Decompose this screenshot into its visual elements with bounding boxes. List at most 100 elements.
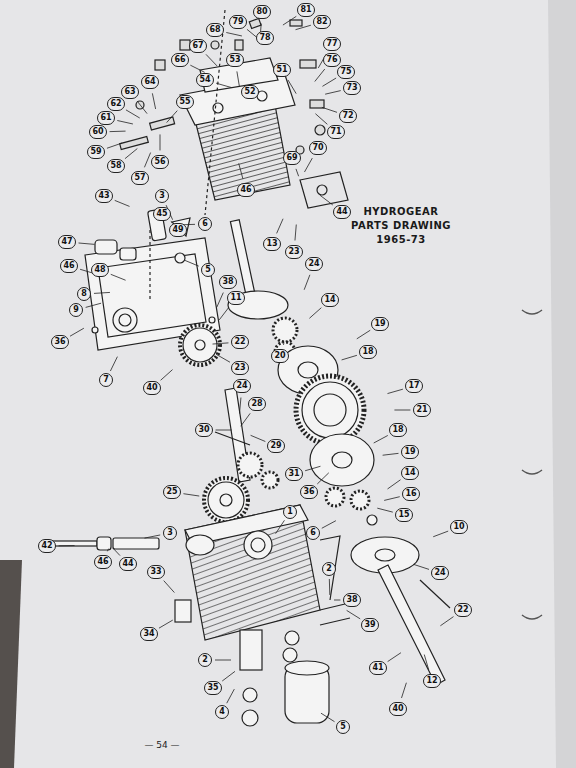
leader-line — [152, 93, 155, 109]
callout-number: 2 — [198, 653, 212, 667]
callout-number: 14 — [401, 466, 418, 480]
callout-number: 36 — [51, 335, 68, 349]
leader-line — [304, 275, 310, 290]
leader-line — [251, 435, 266, 441]
callout-number: 81 — [297, 3, 314, 17]
leader-line — [94, 292, 110, 294]
callout-number: 61 — [97, 111, 114, 125]
callout-number: 42 — [38, 539, 55, 553]
callout-number: 23 — [285, 245, 302, 259]
callout-number: 8 — [77, 287, 91, 301]
leader-line — [347, 610, 361, 618]
leader-line — [226, 33, 242, 36]
callout-number: 40 — [389, 702, 406, 716]
callout-number: 63 — [121, 85, 138, 99]
callout-number: 45 — [153, 207, 170, 221]
table-edge — [0, 560, 22, 768]
leader-line — [160, 134, 161, 150]
leader-line — [424, 655, 428, 670]
leader-line — [107, 549, 108, 552]
callout-number: 53 — [226, 53, 243, 67]
callout-number: 6 — [306, 526, 320, 540]
leader-line — [137, 101, 147, 114]
leader-line — [126, 110, 140, 118]
leader-line — [388, 480, 401, 489]
callout-number: 69 — [283, 151, 300, 165]
leader-line — [216, 83, 231, 87]
callout-number: 36 — [300, 485, 317, 499]
callout-number: 24 — [431, 566, 448, 580]
leader-line — [377, 508, 392, 512]
callout-number: 51 — [273, 63, 290, 77]
leader-line — [219, 307, 229, 320]
callout-number: 64 — [141, 75, 158, 89]
callout-number: 43 — [95, 189, 112, 203]
leader-line — [125, 149, 137, 159]
callout-number: 4 — [215, 705, 229, 719]
callout-number: 1 — [283, 505, 297, 519]
leader-line — [276, 520, 285, 533]
callout-number: 18 — [389, 423, 406, 437]
leader-line — [145, 535, 161, 538]
callout-number: 31 — [285, 467, 302, 481]
leader-line — [322, 107, 337, 112]
leader-line — [402, 683, 407, 698]
callout-number: 48 — [91, 263, 108, 277]
callout-number: 24 — [305, 257, 322, 271]
leader-line — [414, 564, 429, 569]
binder-holes — [522, 310, 542, 619]
callout-number: 57 — [131, 171, 148, 185]
callout-number: 33 — [147, 565, 164, 579]
leader-line — [296, 25, 311, 29]
leader-line — [107, 143, 122, 148]
callout-number: 38 — [343, 593, 360, 607]
callout-number: 16 — [402, 487, 419, 501]
leader-line — [216, 354, 230, 362]
callout-number: 44 — [333, 205, 350, 219]
leader-line — [384, 497, 400, 501]
callout-number: 19 — [401, 445, 418, 459]
leader-line — [167, 111, 178, 123]
callout-number: 56 — [151, 155, 168, 169]
page-number: — 54 — — [144, 740, 179, 750]
callout-number: 58 — [107, 159, 124, 173]
callout-number: 30 — [195, 423, 212, 437]
leader-line — [161, 370, 173, 381]
leader-line — [295, 225, 296, 241]
leader-line — [113, 548, 120, 556]
callout-number: 55 — [176, 95, 193, 109]
leader-line — [296, 169, 299, 176]
callout-number: 29 — [267, 439, 284, 453]
leader-line — [237, 71, 239, 86]
callout-number: 25 — [163, 485, 180, 499]
leader-line — [357, 330, 370, 339]
leader-line — [217, 293, 223, 308]
callout-number: 28 — [248, 397, 265, 411]
leader-line — [240, 398, 241, 414]
leader-line — [164, 581, 175, 593]
callout-number: 23 — [231, 361, 248, 375]
callout-number: 22 — [454, 603, 471, 617]
callout-number: 47 — [58, 235, 75, 249]
callout-number: 66 — [171, 53, 188, 67]
callout-number: 59 — [87, 145, 104, 159]
callout-number: 41 — [369, 661, 386, 675]
callout-number: 68 — [206, 23, 223, 37]
callout-number: 49 — [169, 223, 186, 237]
leader-line — [227, 689, 235, 703]
leader-line — [206, 54, 217, 66]
leader-line — [374, 435, 388, 443]
callout-number: 54 — [196, 73, 213, 87]
leader-line — [277, 219, 283, 234]
callout-number: 52 — [241, 85, 258, 99]
callout-number: 34 — [140, 627, 157, 641]
leader-line — [239, 163, 243, 178]
leader-line — [304, 158, 312, 172]
leader-line — [433, 531, 448, 537]
callout-number: 44 — [119, 557, 136, 571]
callout-number: 79 — [229, 15, 246, 29]
leader-line — [110, 131, 126, 133]
callout-number: 39 — [361, 618, 378, 632]
